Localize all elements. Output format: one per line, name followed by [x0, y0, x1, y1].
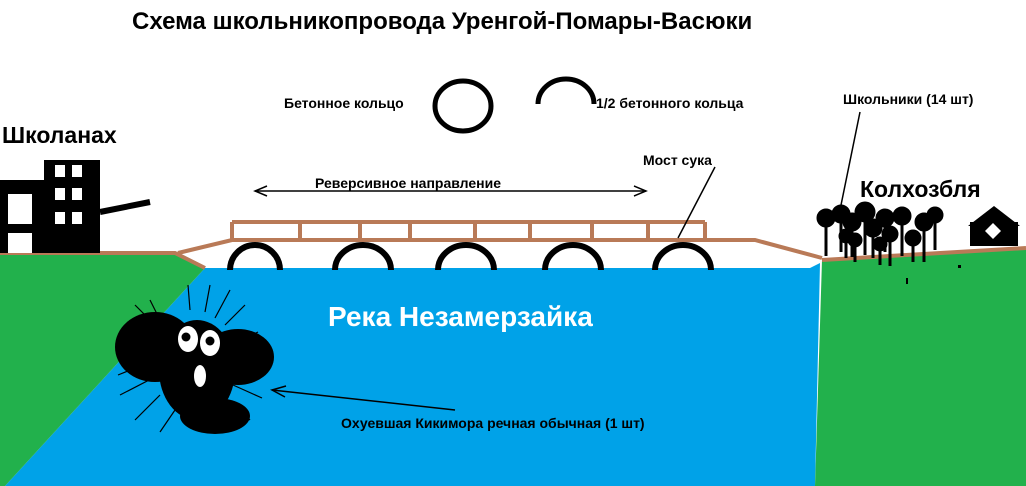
kikimora-mouth [194, 365, 206, 387]
right-bank [815, 248, 1026, 486]
bridge-label: Мост сука [643, 152, 712, 168]
half-ring-3 [435, 242, 497, 271]
half-ring-4 [542, 242, 604, 271]
concrete-ring-icon [432, 78, 494, 134]
bridge-deck [177, 238, 823, 260]
pupils-label: Школьники (14 шт) [843, 91, 974, 107]
half-ring-label: 1/2 бетонного кольца [596, 95, 744, 111]
concrete-ring-label: Бетонное кольцо [284, 95, 404, 111]
kikimora-label: Охуевшая Кикимора речная обычная (1 шт) [341, 415, 645, 431]
school-building [0, 160, 151, 253]
bridge [177, 220, 823, 260]
half-ring-1 [227, 242, 283, 271]
left-bank [0, 253, 205, 486]
half-ring-5 [652, 242, 714, 271]
bridge-half-rings [227, 242, 714, 271]
bridge-pointer-line [677, 166, 716, 239]
diagram-title: Схема школьникопровода Уренгой-Помары-Ва… [132, 8, 753, 35]
kikimora-arrow [270, 385, 456, 411]
kikimora-creature [115, 284, 274, 434]
kolkhoz-label: Колхозбля [860, 176, 981, 202]
pupils-pointer-line [839, 111, 861, 211]
kolkhoz-house [968, 206, 1020, 246]
school-window [55, 165, 65, 177]
reversible-arrow [253, 185, 648, 197]
river-label: Река Незамерзайка [328, 301, 593, 332]
half-ring-icon [535, 76, 597, 105]
reversible-label: Реверсивное направление [315, 175, 502, 191]
half-ring-2 [332, 242, 394, 271]
school-label: Школанах [2, 122, 117, 148]
school-chimney [99, 199, 151, 215]
pupils-group [816, 201, 961, 284]
